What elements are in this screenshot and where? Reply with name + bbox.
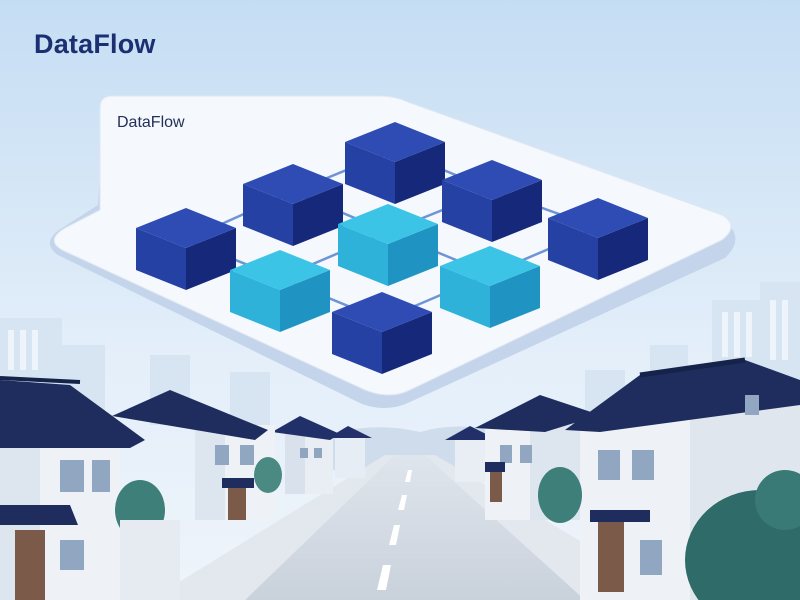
trees-right [538, 467, 800, 600]
cube-dark-icon [548, 198, 648, 280]
cube-dark-icon [345, 122, 445, 204]
brand-title: DataFlow [34, 29, 156, 59]
house-right-far-2 [445, 426, 498, 482]
cube-light-icon [338, 204, 438, 286]
card-label: DataFlow [117, 114, 185, 131]
cube-dark-icon [442, 160, 542, 242]
skyline-windows [8, 300, 788, 370]
house-left-near [0, 376, 145, 600]
trees-left [115, 457, 282, 600]
network-nodes [136, 122, 648, 374]
road [245, 455, 585, 600]
road-lane-markings [377, 470, 412, 590]
cube-light-icon [440, 246, 540, 328]
house-left-far-3 [328, 426, 372, 478]
cube-dark-icon [332, 292, 432, 374]
house-left-far-2 [272, 416, 340, 494]
cube-dark-icon [136, 208, 236, 290]
cube-light-icon [230, 250, 330, 332]
sidewalk-left [150, 455, 395, 600]
cube-dark-icon [243, 164, 343, 246]
